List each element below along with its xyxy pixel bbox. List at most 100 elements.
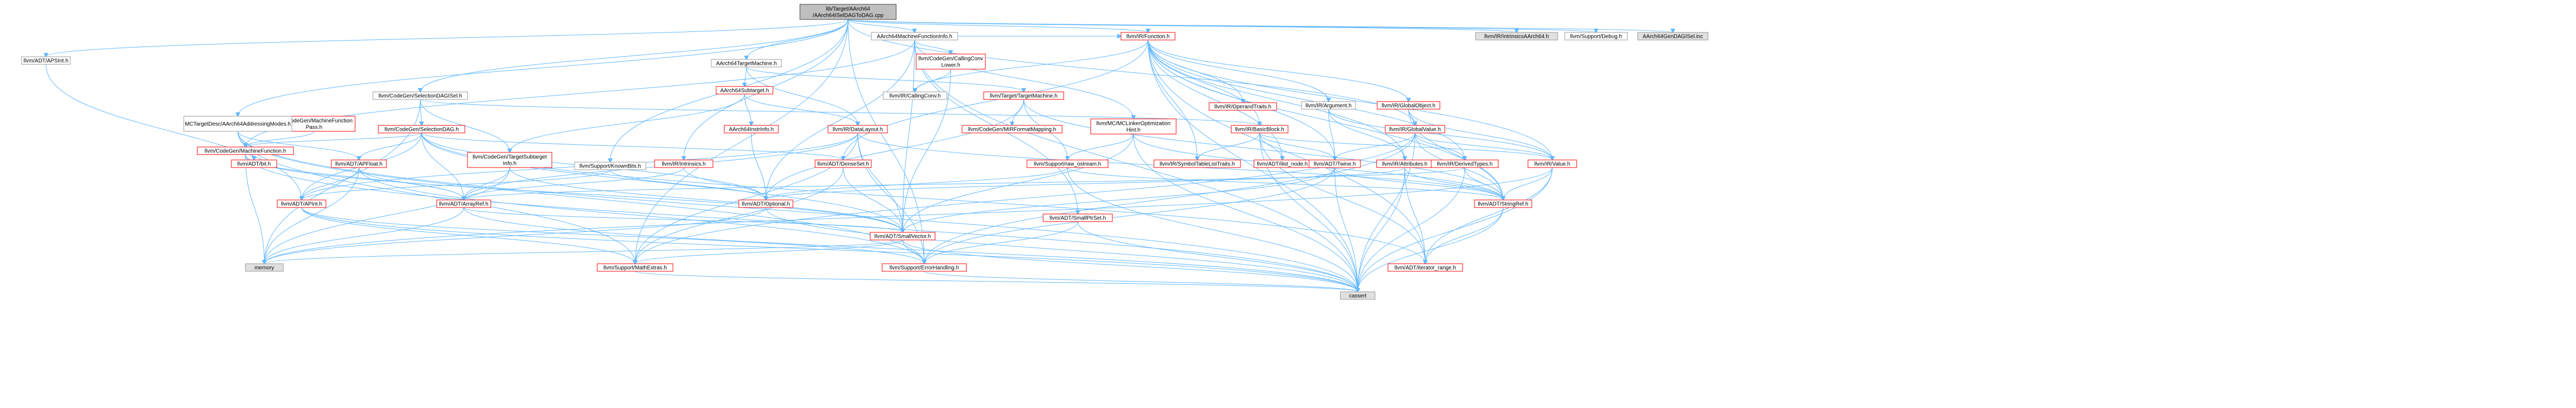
node-label-mfpass: Pass.h (306, 125, 323, 131)
node-mf[interactable]: llvm/CodeGen/MachineFunction.h (197, 146, 294, 155)
dependency-edge-apint-to-errorhandling (301, 207, 924, 264)
node-smallptrset[interactable]: llvm/ADT/SmallPtrSet.h (1043, 213, 1113, 222)
node-box-densemap (815, 159, 872, 168)
node-label-intrinsics: llvm/IR/Intrinsics.h (662, 162, 705, 168)
dependency-edge-smallvector-to-mathextras (635, 239, 903, 264)
node-box-callingconv (883, 91, 947, 100)
node-apint[interactable]: llvm/ADT/APInt.h (277, 199, 326, 208)
dependency-edge-value-to-stringref (1503, 167, 1553, 200)
dependency-edge-globalval-to-errorhandling (924, 132, 1416, 264)
node-optional[interactable]: llvm/ADT/Optional.h (738, 199, 793, 208)
node-label-tsi: Info.h (503, 161, 516, 167)
node-mathextras[interactable]: llvm/Support/MathExtras.h (597, 263, 673, 272)
node-label-smallvector: llvm/ADT/SmallVector.h (875, 234, 931, 240)
node-label-optypes: llvm/IR/OperandTraits.h (1214, 104, 1271, 110)
dependency-edge-bb-to-symtab (1197, 132, 1260, 160)
dependency-edge-bb-to-ilist (1259, 132, 1283, 160)
dependency-edge-mfi-to-cassert (914, 39, 1358, 292)
dependency-edge-attributes-to-iterrange (1404, 167, 1425, 264)
node-label-errorhandling: llvm/Support/ErrorHandling.h (890, 265, 959, 271)
dependency-edge-root-to-addrmodes (238, 19, 849, 116)
dependency-edge-smallvector-to-memory (264, 239, 903, 264)
node-subtarget[interactable]: AArch64Subtarget.h (716, 86, 773, 95)
node-globalobj[interactable]: llvm/IR/GlobalObject.h (1377, 101, 1440, 110)
dependency-edge-rawostream-to-optional (766, 167, 1068, 200)
node-globalval[interactable]: llvm/IR/GlobalValue.h (1385, 125, 1445, 133)
node-seldagisel[interactable]: llvm/CodeGen/SelectionDAGISel.h (372, 91, 468, 100)
node-densemap[interactable]: llvm/ADT/DenseSet.h (815, 159, 872, 168)
edge-layer (46, 19, 1673, 292)
node-label-twine: llvm/ADT/Twine.h (1314, 162, 1356, 168)
node-apsint[interactable]: llvm/ADT/APSInt.h (21, 56, 71, 65)
node-adt_bit[interactable]: llvm/ADT/bit.h (231, 159, 277, 168)
dependency-edge-tm-to-datalayout (746, 66, 858, 125)
dependency-edge-apfloat-to-apint (302, 167, 359, 200)
node-label-densemap: llvm/ADT/DenseSet.h (817, 162, 869, 168)
node-label-optional: llvm/ADT/Optional.h (742, 202, 790, 208)
node-box-instrinfo (724, 125, 779, 133)
node-function[interactable]: llvm/IR/Function.h (1120, 32, 1176, 41)
node-bb[interactable]: llvm/IR/BasicBlock.h (1231, 125, 1289, 133)
node-label-mirfmt: llvm/CodeGen/MIRFormatMapping.h (968, 127, 1056, 133)
node-label-subtarget: AArch64Subtarget.h (720, 88, 769, 94)
dependency-edge-subtarget-to-instrinfo (744, 93, 752, 125)
node-instrinfo[interactable]: AArch64InstrInfo.h (724, 125, 779, 133)
node-label-root: /AArch64ISelDAGToDAG.cpp (812, 13, 884, 19)
dependency-edge-smallptrset-to-cassert (1077, 221, 1358, 292)
node-rawostream[interactable]: llvm/Support/raw_ostream.h (1026, 159, 1109, 168)
node-iterrange[interactable]: llvm/ADT/iterator_range.h (1387, 263, 1463, 272)
node-tm[interactable]: AArch64TargetMachine.h (711, 59, 782, 68)
dependency-edge-argument-to-attributes (1328, 109, 1405, 160)
node-root[interactable]: lib/Target/AArch64/AArch64ISelDAGToDAG.c… (799, 4, 897, 20)
dependency-edge-optional-to-cassert (765, 207, 1358, 292)
node-label-addrmodes: MCTargetDesc/AArch64AddressingModes.h (185, 122, 291, 128)
node-datalayout[interactable]: llvm/IR/DataLayout.h (827, 125, 888, 133)
node-symtab[interactable]: llvm/IR/SymbolTableListTraits.h (1153, 159, 1241, 168)
dependency-edge-mfi-to-mclohint (914, 39, 1133, 119)
node-box-optypes (1209, 102, 1277, 111)
node-ilist[interactable]: llvm/ADT/ilist_node.h (1253, 159, 1311, 168)
node-argument[interactable]: llvm/IR/Argument.h (1301, 101, 1356, 110)
node-addrmodes[interactable]: MCTargetDesc/AArch64AddressingModes.h (183, 116, 292, 132)
node-label-callingconv: llvm/IR/CallingConv.h (890, 93, 941, 99)
node-twine[interactable]: llvm/ADT/Twine.h (1309, 159, 1361, 168)
node-arrayref[interactable]: llvm/ADT/ArrayRef.h (436, 199, 491, 208)
dependency-edge-arrayref-to-cassert (463, 207, 1358, 292)
node-callingconv[interactable]: llvm/IR/CallingConv.h (883, 91, 947, 100)
node-mfi[interactable]: AArch64MachineFunctionInfo.h (871, 32, 958, 41)
node-debug[interactable]: llvm/Support/Debug.h (1564, 32, 1628, 41)
node-optypes[interactable]: llvm/IR/OperandTraits.h (1209, 102, 1277, 111)
node-intrinsics[interactable]: llvm/IR/Intrinsics.h (654, 159, 713, 168)
node-box-stringref (1474, 199, 1532, 208)
dependency-edge-stringref-to-iterrange (1425, 207, 1504, 264)
node-mirfmt[interactable]: llvm/CodeGen/MIRFormatMapping.h (962, 125, 1063, 133)
node-box-intrinsics (654, 159, 713, 168)
node-label-smallptrset: llvm/ADT/SmallPtrSet.h (1050, 216, 1106, 222)
node-apfloat[interactable]: llvm/ADT/APFloat.h (331, 159, 387, 168)
node-stringref[interactable]: llvm/ADT/StringRef.h (1474, 199, 1532, 208)
node-value[interactable]: llvm/IR/Value.h (1527, 159, 1577, 168)
dependency-edge-ttm-to-optional (766, 99, 1024, 200)
node-ttm[interactable]: llvm/Target/TargetMachine.h (983, 91, 1064, 100)
node-box-function (1120, 32, 1176, 41)
node-smallvector[interactable]: llvm/ADT/SmallVector.h (870, 232, 936, 240)
dependency-edge-seldagisel-to-bb (420, 99, 1260, 125)
dependency-edge-function-to-callingconv (915, 39, 1149, 92)
node-errorhandling[interactable]: llvm/Support/ErrorHandling.h (882, 263, 967, 272)
node-box-mfi (871, 32, 958, 41)
dependency-edge-seldag-to-mf (245, 132, 422, 147)
node-knownbits[interactable]: llvm/Support/KnownBits.h (574, 162, 646, 170)
node-seldag[interactable]: llvm/CodeGen/SelectionDAG.h (378, 125, 465, 133)
node-derived[interactable]: llvm/IR/DerivedTypes.h (1431, 159, 1499, 168)
node-attributes[interactable]: llvm/IR/Attributes.h (1376, 159, 1433, 168)
node-box-globalval (1385, 125, 1445, 133)
node-box-tm (711, 59, 782, 68)
node-label-ttm: llvm/Target/TargetMachine.h (990, 93, 1057, 99)
dependency-edge-mclohint-to-cassert (1133, 133, 1358, 292)
dependency-edge-addrmodes-to-mathextras (237, 131, 635, 264)
node-box-apsint (21, 56, 71, 65)
